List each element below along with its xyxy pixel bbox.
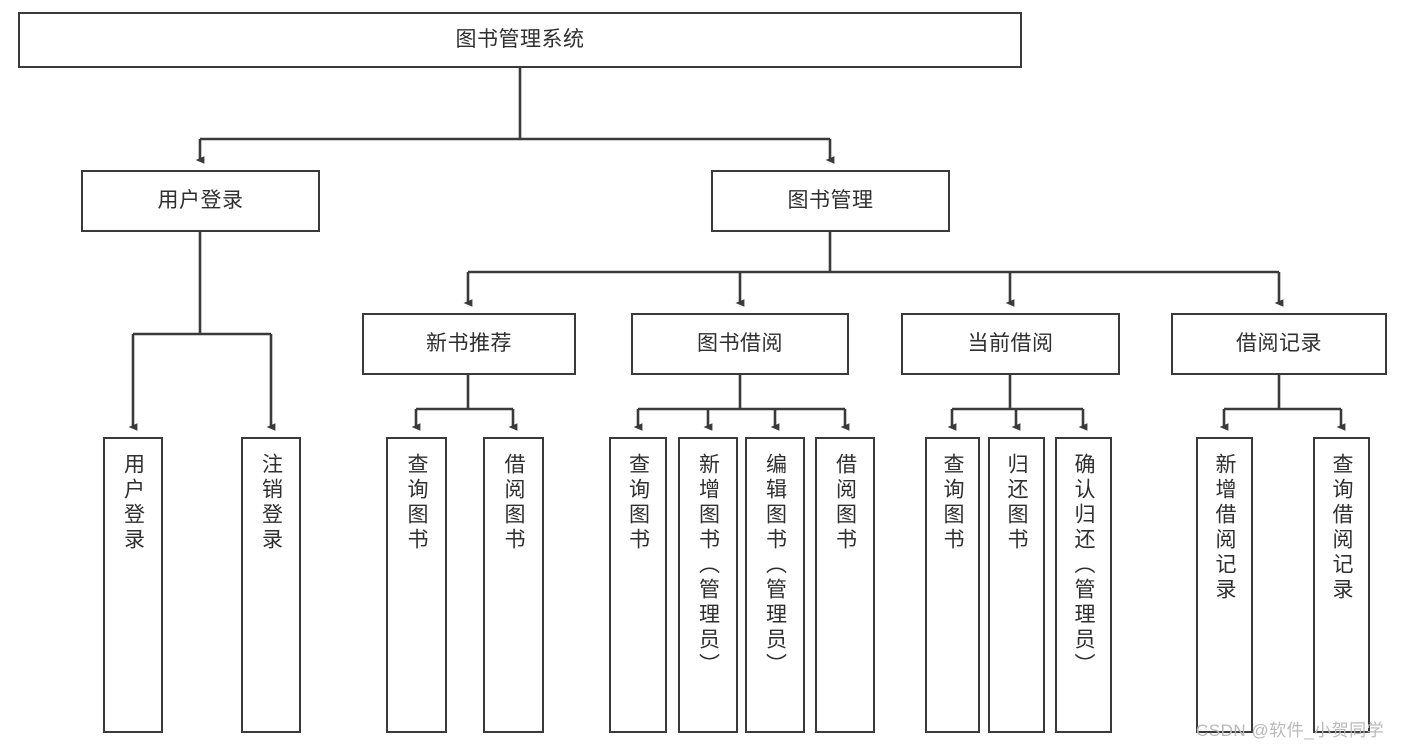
node-leaf-query-borrow-record[interactable]: 查询借阅记录 — [1313, 437, 1370, 733]
node-leaf-query-book-borrow[interactable]: 查询图书 — [609, 437, 667, 733]
node-leaf-query-borrow-record-label: 查询借阅记录 — [1330, 453, 1353, 603]
node-book-borrow[interactable]: 图书借阅 — [631, 313, 849, 375]
node-leaf-edit-book-admin-label: 编辑图书（管理员） — [763, 453, 787, 678]
node-leaf-logout-label: 注销登录 — [259, 453, 283, 553]
node-leaf-query-book-rec[interactable]: 查询图书 — [386, 437, 447, 733]
node-leaf-query-book-borrow-label: 查询图书 — [626, 453, 650, 553]
node-leaf-return-book-label: 归还图书 — [1005, 453, 1028, 553]
node-leaf-query-book-rec-label: 查询图书 — [405, 453, 428, 553]
node-leaf-user-login[interactable]: 用户登录 — [103, 437, 163, 733]
node-leaf-return-book[interactable]: 归还图书 — [988, 437, 1045, 733]
node-borrow-record-label: 借阅记录 — [1236, 332, 1322, 356]
node-leaf-add-book-admin-label: 新增图书（管理员） — [696, 453, 720, 678]
edge-group-borrow-record — [1219, 375, 1346, 431]
edge-group-root — [195, 68, 835, 164]
node-leaf-borrow-book-rec[interactable]: 借阅图书 — [483, 437, 544, 733]
node-current-borrow-label: 当前借阅 — [967, 332, 1054, 356]
node-user-login[interactable]: 用户登录 — [81, 170, 320, 232]
node-leaf-borrow-book-rec-label: 借阅图书 — [502, 453, 525, 553]
node-new-book-recommend[interactable]: 新书推荐 — [362, 313, 576, 375]
edge-group-book-manage — [463, 232, 1284, 307]
node-leaf-query-book-current[interactable]: 查询图书 — [925, 437, 980, 733]
edge-group-book-borrow — [633, 375, 850, 431]
node-leaf-add-borrow-record-label: 新增借阅记录 — [1213, 453, 1236, 603]
node-leaf-confirm-return-admin-label: 确认归还（管理员） — [1072, 453, 1095, 678]
node-root-label: 图书管理系统 — [455, 28, 585, 52]
edge-group-current-borrow — [947, 375, 1088, 431]
node-leaf-edit-book-admin[interactable]: 编辑图书（管理员） — [745, 437, 805, 733]
node-current-borrow[interactable]: 当前借阅 — [901, 313, 1120, 375]
node-leaf-confirm-return-admin[interactable]: 确认归还（管理员） — [1055, 437, 1112, 733]
node-leaf-borrow-book[interactable]: 借阅图书 — [815, 437, 875, 733]
node-leaf-add-book-admin[interactable]: 新增图书（管理员） — [678, 437, 738, 733]
node-leaf-borrow-book-label: 借阅图书 — [833, 453, 857, 553]
node-book-manage-label: 图书管理 — [787, 189, 874, 213]
node-new-book-recommend-label: 新书推荐 — [426, 332, 512, 356]
node-borrow-record[interactable]: 借阅记录 — [1171, 313, 1387, 375]
node-leaf-query-book-current-label: 查询图书 — [941, 453, 964, 553]
node-book-borrow-label: 图书借阅 — [697, 332, 783, 356]
node-leaf-user-login-label: 用户登录 — [121, 453, 145, 553]
node-user-login-label: 用户登录 — [157, 189, 244, 213]
edge-group-user-login — [128, 232, 276, 431]
node-book-manage[interactable]: 图书管理 — [711, 170, 950, 232]
node-leaf-add-borrow-record[interactable]: 新增借阅记录 — [1196, 437, 1253, 733]
edge-group-new-book-recommend — [411, 375, 518, 431]
node-root[interactable]: 图书管理系统 — [18, 12, 1022, 68]
node-leaf-logout[interactable]: 注销登录 — [241, 437, 301, 733]
